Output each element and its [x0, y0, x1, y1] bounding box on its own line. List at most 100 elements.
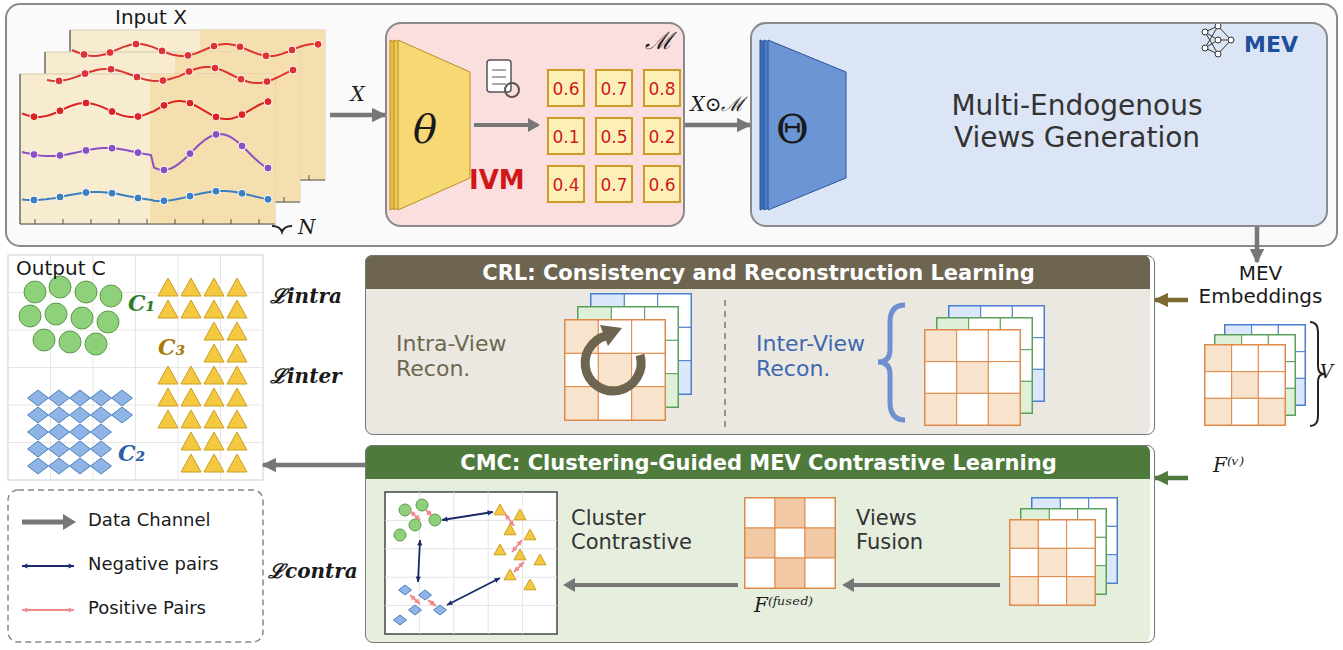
cluster-point	[70, 424, 91, 440]
divider	[724, 300, 726, 428]
tick	[119, 219, 120, 224]
cluster-point	[204, 432, 224, 450]
node-text: 0.7	[597, 176, 631, 196]
matrix-cell	[1067, 577, 1095, 605]
arrow-line	[852, 583, 1000, 587]
cluster-point	[204, 344, 224, 362]
matrix-cell	[988, 330, 1020, 362]
cluster-point	[49, 424, 70, 440]
cluster-point	[534, 554, 546, 565]
pair-arrow	[410, 511, 420, 520]
signal-dot	[82, 189, 90, 197]
cluster-point	[71, 307, 93, 329]
arrowhead	[509, 520, 514, 526]
annotation: ℒinter	[270, 365, 342, 388]
cluster-point	[33, 329, 55, 351]
cluster-point	[158, 388, 178, 406]
grid-line	[385, 577, 557, 578]
node-text: 0.1	[549, 128, 583, 148]
matrix	[745, 498, 835, 588]
signal-dot	[264, 164, 272, 172]
matrix-cell: 0.7	[595, 165, 633, 203]
cluster-point	[70, 390, 91, 406]
pair-arrow	[410, 595, 420, 604]
plot-axis	[19, 74, 20, 224]
matrix-cell	[988, 393, 1020, 425]
cluster-point	[181, 410, 201, 428]
node-text: CMC: Clustering-Guided MEV Contrastive L…	[366, 451, 1151, 475]
arrowhead	[69, 563, 74, 568]
cluster-point	[227, 366, 247, 384]
cluster-point	[181, 432, 201, 450]
signal-dot	[160, 197, 168, 205]
ivm-box: θIVMℳ0.60.70.80.10.50.20.40.70.6	[385, 22, 685, 227]
connector	[263, 463, 365, 468]
signal-dot	[108, 144, 116, 152]
cluster-point	[399, 585, 412, 595]
grid-line	[419, 492, 420, 634]
matrix-cell	[805, 558, 835, 588]
network-icon	[1202, 45, 1208, 51]
connector	[1255, 227, 1260, 262]
arrowhead	[563, 578, 575, 592]
cluster-point	[204, 366, 224, 384]
matrix-cell	[1038, 548, 1066, 576]
crl-fill	[365, 255, 1150, 435]
signal-dot	[238, 189, 246, 197]
header-bar	[365, 445, 1150, 479]
signal-line	[22, 191, 271, 201]
signal-dot	[134, 194, 142, 202]
signal-dot	[184, 51, 192, 59]
matrix-cell	[1232, 345, 1259, 372]
signal-dot	[56, 151, 64, 159]
magnifier-icon	[505, 83, 519, 97]
signal-dot	[314, 40, 322, 48]
node-text: Inter-View Recon.	[756, 331, 916, 382]
signal-dot	[211, 64, 219, 72]
tick	[309, 175, 310, 180]
matrix-cell	[775, 498, 805, 528]
cluster-point	[91, 441, 112, 457]
cluster-point	[91, 458, 112, 474]
matrix-cell	[1038, 520, 1066, 548]
signal-dot	[56, 193, 64, 201]
matrix-cell	[1258, 345, 1285, 372]
legend-text: Positive Pairs	[88, 598, 206, 619]
signal-dot	[186, 192, 194, 200]
arrowhead	[518, 562, 524, 568]
arrowhead	[447, 600, 453, 605]
cluster-point	[28, 458, 49, 474]
cmc-fill	[365, 445, 1150, 643]
cluster-point	[28, 390, 49, 406]
annotation: N	[298, 216, 316, 239]
node-text: V	[1320, 362, 1333, 383]
cluster-point	[24, 281, 46, 303]
matrix	[925, 330, 1020, 425]
tick	[147, 219, 148, 224]
arrowhead	[842, 578, 854, 592]
matrix-cell	[925, 393, 957, 425]
signal-dot	[30, 151, 38, 159]
cluster-point	[158, 300, 178, 318]
tick	[259, 219, 260, 224]
matrix-cell	[805, 498, 835, 528]
cluster-point	[409, 605, 422, 615]
connector	[1155, 476, 1188, 481]
arrowhead	[414, 514, 420, 520]
matrix-cell	[988, 362, 1020, 394]
encoder-trapezoid	[768, 40, 846, 210]
signal-dot	[238, 142, 246, 150]
grid-line	[385, 548, 557, 549]
signal-dot	[264, 195, 272, 203]
cluster-point	[409, 519, 421, 531]
cluster-point	[514, 509, 526, 520]
signal-line	[47, 67, 296, 83]
node-text: F⁽ᵛ⁾	[1213, 454, 1244, 477]
signal-dot	[30, 113, 38, 121]
pair-arrow	[447, 578, 500, 605]
annotation: ℒintra	[270, 285, 342, 308]
cluster-point	[227, 454, 247, 472]
node-text: 0.6	[645, 176, 679, 196]
arrowhead	[426, 510, 432, 516]
mev-box: ΘMEVMulti-Endogenous Views Generation	[750, 22, 1328, 227]
